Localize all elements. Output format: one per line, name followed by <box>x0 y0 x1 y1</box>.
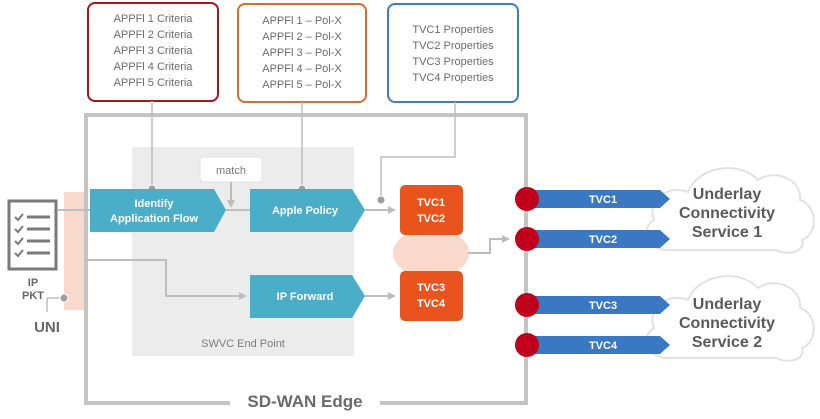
tvc-properties-line: TVC4 Properties <box>412 72 494 84</box>
port-tvc2 <box>515 227 539 251</box>
tvc-group-a-line2: TVC2 <box>417 213 445 225</box>
tvc4-link: TVC4 <box>530 336 670 354</box>
criteria-line: APPFl 3 Criteria <box>114 45 194 57</box>
ip-forward-label: IP Forward <box>277 291 334 303</box>
identify-application-flow-step: Identify Application Flow <box>90 189 226 232</box>
identify-label-line2: Application Flow <box>110 213 198 225</box>
tvc-properties-line: TVC2 Properties <box>412 40 494 52</box>
cloud-underlay-2: Underlay Connectivity Service 2 <box>645 275 815 362</box>
cloud-1-line2: Connectivity <box>679 205 775 222</box>
tvc2-link: TVC2 <box>530 230 670 248</box>
cloud-underlay-1: Underlay Connectivity Service 1 <box>645 167 815 254</box>
policy-line: APPFl 4 – Pol-X <box>262 63 342 75</box>
port-tvc1 <box>515 187 539 211</box>
sd-wan-edge-label: SD-WAN Edge <box>247 392 362 411</box>
tvc2-link-label: TVC2 <box>589 234 617 246</box>
tvc1-link: TVC1 <box>530 190 670 208</box>
uni-port-strip <box>64 192 84 310</box>
criteria-box: APPFl 1 Criteria APPFl 2 Criteria APPFl … <box>87 2 219 102</box>
tvc-group-b-line1: TVC3 <box>417 282 445 294</box>
policy-line: APPFl 3 – Pol-X <box>262 47 342 59</box>
tvc-properties-connector-dot <box>376 195 386 205</box>
criteria-line: APPFl 2 Criteria <box>114 29 194 41</box>
tvc-group-b-line2: TVC4 <box>417 298 446 310</box>
match-label: match <box>216 165 246 177</box>
policy-line: APPFl 2 – Pol-X <box>262 31 342 43</box>
tvc-properties-connector <box>380 102 456 200</box>
tvc1-link-label: TVC1 <box>589 194 617 206</box>
swvc-end-point-label: SWVC End Point <box>201 338 285 350</box>
policy-line: APPFl 1 – Pol-X <box>262 15 342 27</box>
policy-box: APPFl 1 – Pol-X APPFl 2 – Pol-X APPFl 3 … <box>237 3 367 103</box>
ip-pkt-to-ip-forward-line <box>84 259 247 300</box>
ip-pkt-label-line1: IP <box>28 277 38 289</box>
uni-label: UNI <box>34 319 60 336</box>
cloud-2-line3: Service 2 <box>692 334 762 351</box>
apple-policy-step: Apple Policy <box>250 189 365 232</box>
identify-label-line1: Identify <box>134 198 174 210</box>
cloud-1-line3: Service 1 <box>692 224 762 241</box>
criteria-line: APPFl 4 Criteria <box>114 61 194 73</box>
tvc-properties-line: TVC1 Properties <box>412 24 494 36</box>
ip-forward-step: IP Forward <box>250 275 365 318</box>
criteria-line: APPFl 1 Criteria <box>114 13 194 25</box>
tvc-group-3-4: TVC3 TVC4 <box>400 271 463 321</box>
tvc-to-port-line <box>468 235 510 254</box>
policy-line: APPFl 5 – Pol-X <box>262 79 342 91</box>
tvc-selection-highlight <box>393 228 469 278</box>
tvc-properties-box: TVC1 Properties TVC2 Properties TVC3 Pro… <box>387 3 519 103</box>
tvc3-link: TVC3 <box>530 296 670 314</box>
tvc-properties-line: TVC3 Properties <box>412 56 494 68</box>
document-checklist-icon <box>7 199 58 271</box>
cloud-1-line1: Underlay <box>693 186 762 203</box>
uni-connector-dot <box>59 293 69 303</box>
port-tvc4 <box>515 333 539 357</box>
ip-pkt-label-line2: PKT <box>22 290 44 302</box>
tvc-group-a-line1: TVC1 <box>417 197 445 209</box>
tvc4-link-label: TVC4 <box>589 340 618 352</box>
port-tvc3 <box>515 293 539 317</box>
cloud-2-line1: Underlay <box>693 296 762 313</box>
criteria-line: APPFl 5 Criteria <box>114 77 194 89</box>
tvc3-link-label: TVC3 <box>589 300 617 312</box>
tvc-group-1-2: TVC1 TVC2 <box>400 185 463 235</box>
apple-policy-label: Apple Policy <box>272 205 339 217</box>
cloud-2-line2: Connectivity <box>679 315 775 332</box>
